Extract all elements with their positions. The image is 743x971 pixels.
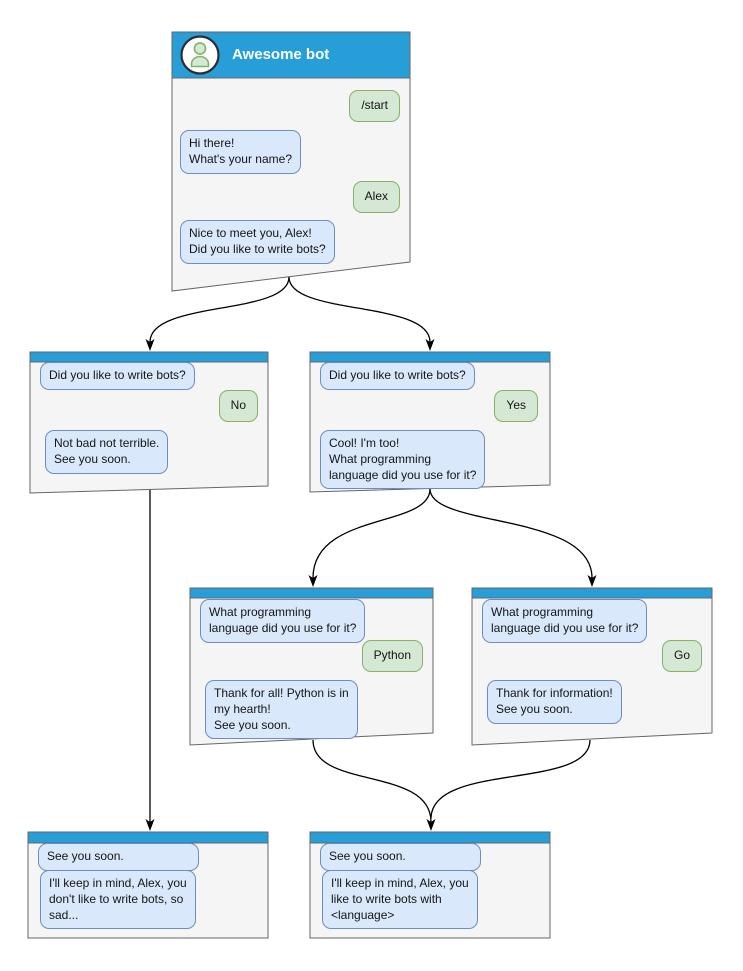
- connector-yes-to-python: [312, 488, 431, 579]
- arrow-to-end-yes-window-icon: [426, 819, 436, 831]
- arrow-to-no-window-icon: [145, 339, 155, 351]
- connector-start-to-yes: [288, 276, 431, 343]
- avatar-ring: [180, 35, 220, 75]
- bubble-start-command: /start: [349, 90, 400, 122]
- bubble-echo-language-question: What programming language did you use fo…: [200, 599, 366, 643]
- bubble-reply-python: Python: [361, 640, 423, 672]
- bubble-echo-language-question: What programming language did you use fo…: [482, 599, 648, 643]
- bubble-goodbye-no: Not bad not terrible. See you soon.: [45, 430, 169, 474]
- arrow-to-end-no-window-icon: [145, 819, 155, 831]
- bubble-name-reply: Alex: [352, 181, 400, 213]
- window-branch-no-header: [29, 351, 269, 363]
- bubble-summary-no: I'll keep in mind, Alex, you don't like …: [40, 870, 196, 930]
- arrow-to-go-window-icon: [587, 575, 597, 587]
- bubble-reply-no: No: [218, 390, 258, 422]
- bubble-ask-language: Cool! I'm too! What programming language…: [320, 430, 486, 490]
- window-branch-yes-header: [309, 351, 551, 363]
- window-end-yes-header: [309, 831, 551, 844]
- bubble-ask-write-bots: Nice to meet you, Alex! Did you like to …: [180, 220, 335, 264]
- bot-avatar: [180, 35, 220, 75]
- bubble-see-you-soon: See you soon.: [320, 843, 481, 871]
- arrow-to-yes-window-icon: [425, 339, 435, 351]
- connector-yes-to-go: [429, 488, 593, 579]
- window-lang-go-header: [471, 587, 713, 599]
- bot-title: Awesome bot: [232, 46, 330, 63]
- bubble-summary-yes: I'll keep in mind, Alex, you like to wri…: [322, 870, 478, 930]
- bubble-reply-go: Go: [661, 640, 702, 672]
- bubble-thanks-go: Thank for information! See you soon.: [487, 680, 622, 724]
- bubble-thanks-python: Thank for all! Python is in my hearth! S…: [205, 680, 358, 740]
- connector-go-to-end: [430, 739, 591, 819]
- window-end-no-header: [27, 831, 269, 844]
- connector-python-to-end: [312, 739, 432, 823]
- bubble-see-you-soon: See you soon.: [38, 843, 199, 871]
- window-lang-python-header: [189, 587, 434, 599]
- bubble-echo-question: Did you like to write bots?: [320, 362, 475, 390]
- bubble-ask-name: Hi there! What's your name?: [180, 130, 302, 174]
- connector-start-to-no: [149, 276, 290, 343]
- person-icon: [190, 55, 210, 68]
- bubble-echo-question: Did you like to write bots?: [40, 362, 195, 390]
- bubble-reply-yes: Yes: [494, 390, 538, 422]
- arrow-to-python-window-icon: [308, 575, 318, 587]
- person-icon: [193, 42, 207, 55]
